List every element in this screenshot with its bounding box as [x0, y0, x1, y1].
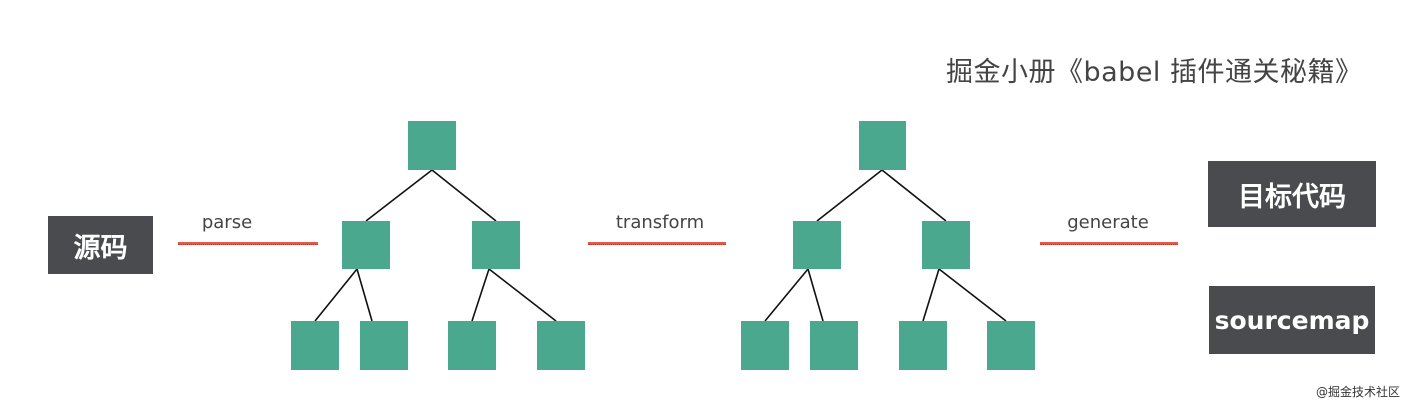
- tree-edge: [938, 268, 1007, 322]
- parse-step-label: parse: [201, 212, 253, 233]
- tree-node-leaf: [741, 321, 789, 370]
- tree-node-root: [859, 121, 906, 170]
- page-title: 掘金小册《babel 插件通关秘籍》: [946, 57, 1363, 88]
- tree-edge: [356, 268, 373, 322]
- tree-node-leaf: [810, 321, 858, 370]
- target-code-box: 目标代码: [1208, 161, 1376, 227]
- transform-step-label: transform: [615, 212, 705, 233]
- tree-node: [472, 221, 520, 269]
- tree-edge: [314, 268, 358, 322]
- tree-edge: [922, 268, 940, 322]
- tree-edge: [764, 268, 809, 322]
- tree-node-leaf: [899, 321, 947, 370]
- generate-step-label: generate: [1067, 212, 1149, 233]
- tree-edge: [816, 169, 883, 222]
- tree-node: [342, 221, 390, 269]
- tree-node-leaf: [360, 321, 408, 370]
- juejin-watermark: @掘金技术社区: [1316, 385, 1401, 399]
- source-code-box: 源码: [48, 216, 153, 274]
- tree-edge: [431, 169, 497, 222]
- tree-node-root: [408, 121, 456, 170]
- sourcemap-box: sourcemap: [1209, 286, 1375, 354]
- tree-edge: [471, 268, 490, 322]
- transform-underline: [588, 242, 726, 245]
- tree-edge: [881, 169, 947, 222]
- tree-node-leaf: [987, 321, 1035, 370]
- parse-underline: [178, 242, 318, 245]
- generate-underline: [1040, 242, 1178, 245]
- ast-tree-transformed: [741, 121, 1035, 370]
- tree-edge: [365, 169, 433, 222]
- tree-edge: [807, 268, 824, 322]
- ast-tree-parsed: [291, 121, 585, 370]
- tree-node-leaf: [448, 321, 496, 370]
- tree-node: [793, 221, 841, 269]
- tree-edge: [488, 268, 557, 322]
- tree-node-leaf: [537, 321, 585, 370]
- tree-node-leaf: [291, 321, 339, 370]
- tree-node: [922, 221, 970, 269]
